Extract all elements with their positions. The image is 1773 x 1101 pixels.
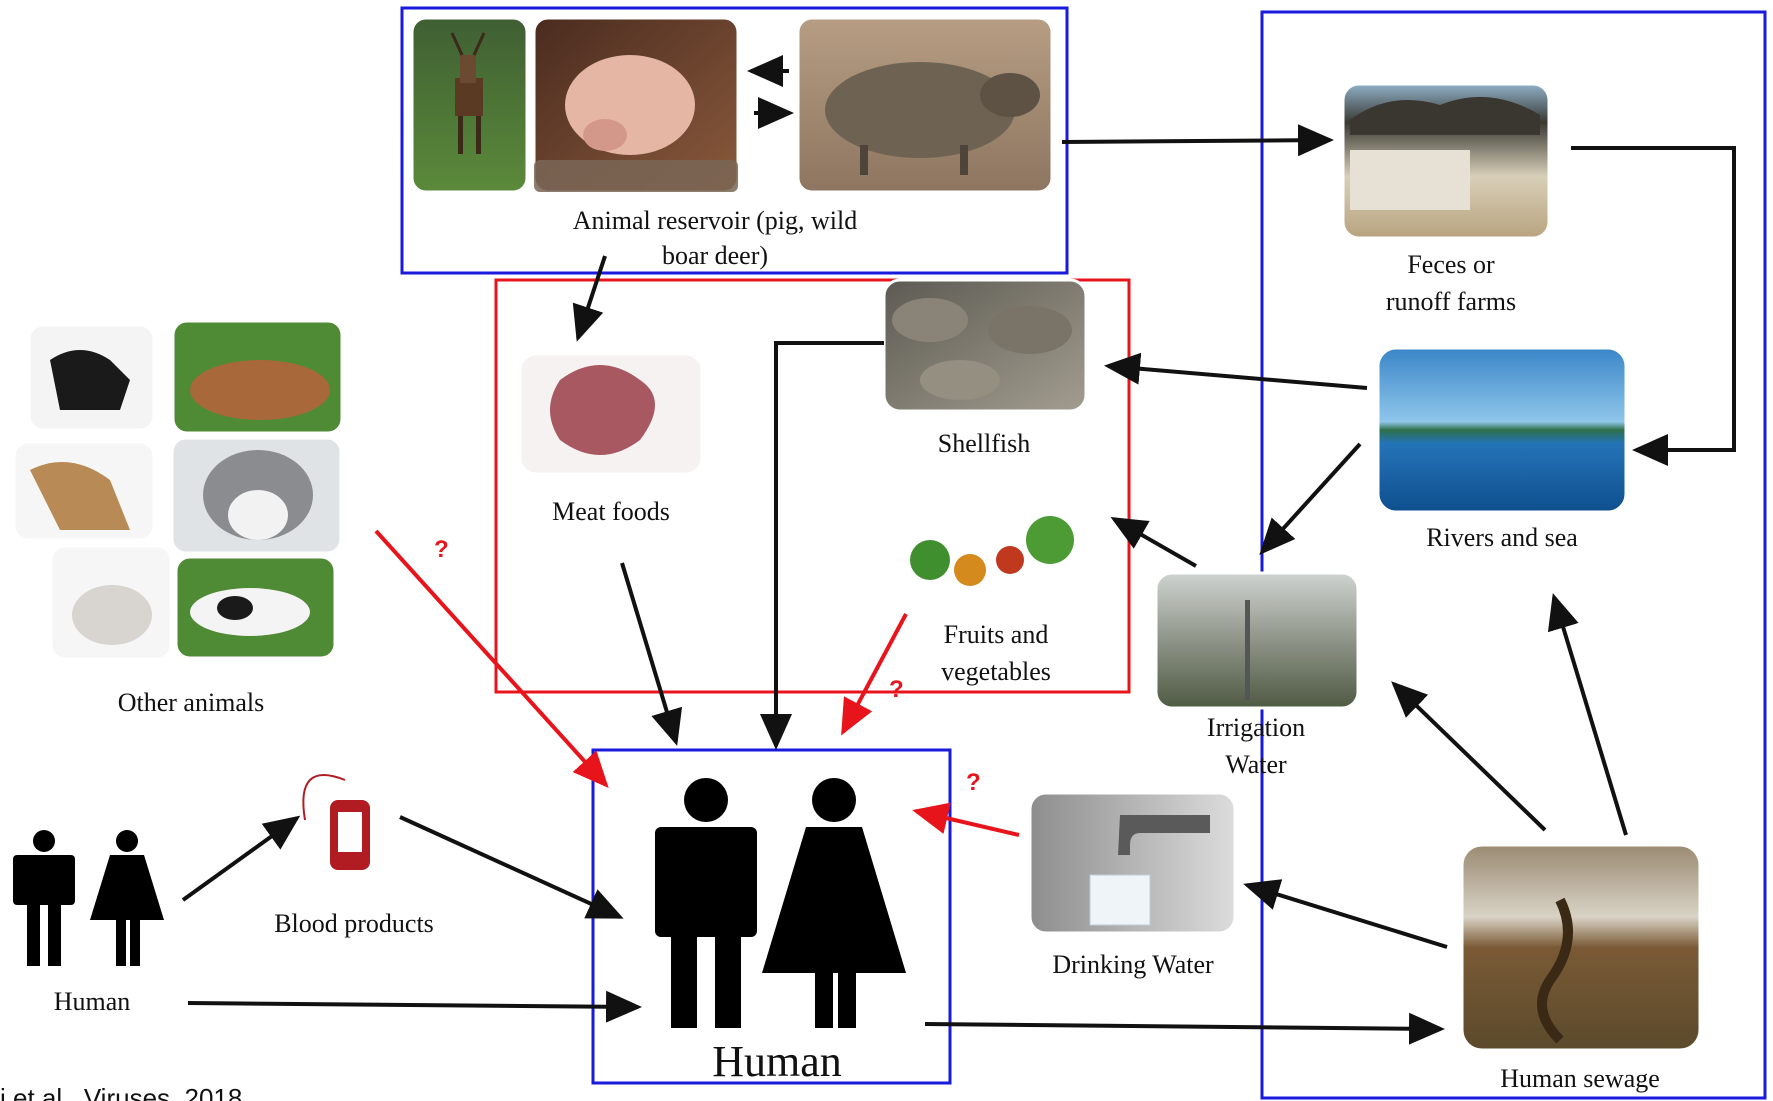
human-center-label: Human [712, 1037, 842, 1086]
blood-bag-icon [296, 738, 400, 894]
meat-foods-label: Meat foods [552, 497, 670, 526]
food-box [494, 278, 1131, 694]
arrow-drinking-to-human [912, 802, 1020, 837]
sewage-outflow-photo [1460, 843, 1702, 1052]
human-small-label: Human [54, 987, 131, 1016]
arrows-black [181, 55, 1736, 1045]
arrow-rivers-to-irrigation [1259, 442, 1362, 555]
arrow-other-animals-to-human [374, 529, 609, 788]
other-animals-label: Other animals [118, 688, 265, 717]
arrow-irrigation-to-vegetables [1110, 517, 1197, 568]
animal-reservoir-label-2: boar deer) [662, 241, 768, 270]
question-mark-vegetables: ? [889, 676, 904, 703]
pig-photo [532, 16, 740, 194]
liver-meat-photo [518, 352, 704, 476]
citation-text: i et al., Viruses, 2018 [0, 1083, 242, 1101]
animal-reservoir-label: Animal reservoir (pig, wild [573, 206, 858, 235]
water-tap-photo [1028, 791, 1237, 935]
arrow-human-to-human [187, 990, 642, 1023]
man-woman-icon [655, 778, 906, 1028]
irrigation-label-2: Water [1225, 750, 1287, 779]
question-mark-other-animals: ? [434, 536, 449, 563]
feces-label: Feces or [1407, 250, 1495, 279]
river-photo [1376, 346, 1628, 514]
human-sewage-label: Human sewage [1500, 1064, 1660, 1093]
vegetables-photo [882, 476, 1106, 605]
arrow-sewage-to-rivers [1547, 593, 1628, 836]
blood-products-label: Blood products [274, 909, 434, 938]
arrow-sewage-to-irrigation [1391, 681, 1547, 832]
fruits-vegetables-label-2: vegetables [941, 657, 1051, 686]
rivers-sea-label: Rivers and sea [1426, 523, 1578, 552]
arrow-rivers-to-shellfish [1104, 352, 1368, 390]
shellfish-label: Shellfish [938, 429, 1030, 458]
manure-pile-photo [1341, 82, 1551, 240]
human-center-box [591, 748, 952, 1085]
arrow-sewage-to-drinking [1243, 879, 1448, 949]
arrow-feces-to-rivers [1571, 146, 1736, 466]
wild-boar-photo [796, 16, 1054, 194]
arrow-reservoir-to-feces [1061, 124, 1334, 157]
drinking-water-label: Drinking Water [1052, 950, 1214, 979]
other-animals-photos [12, 319, 344, 661]
sprinkler-photo [1154, 571, 1360, 710]
arrows-red [374, 529, 1020, 837]
arrow-vegetables-to-human [841, 613, 908, 736]
feces-label-2: runoff farms [1386, 287, 1516, 316]
irrigation-label: Irrigation [1207, 713, 1305, 742]
arrow-blood-to-human [399, 815, 624, 919]
deer-photo [410, 16, 529, 194]
question-mark-drinking: ? [966, 769, 981, 796]
arrow-human-to-blood [181, 815, 301, 902]
arrow-reservoir-to-meat [572, 255, 607, 342]
arrow-meat-to-human [620, 562, 683, 746]
arrow-shellfish-to-human [760, 341, 884, 750]
human-small-icon [13, 830, 164, 966]
arrow-human-to-sewage [924, 1012, 1445, 1045]
oysters-photo [882, 278, 1088, 413]
environment-box [1260, 10, 1767, 1100]
fruits-vegetables-label: Fruits and [944, 620, 1049, 649]
